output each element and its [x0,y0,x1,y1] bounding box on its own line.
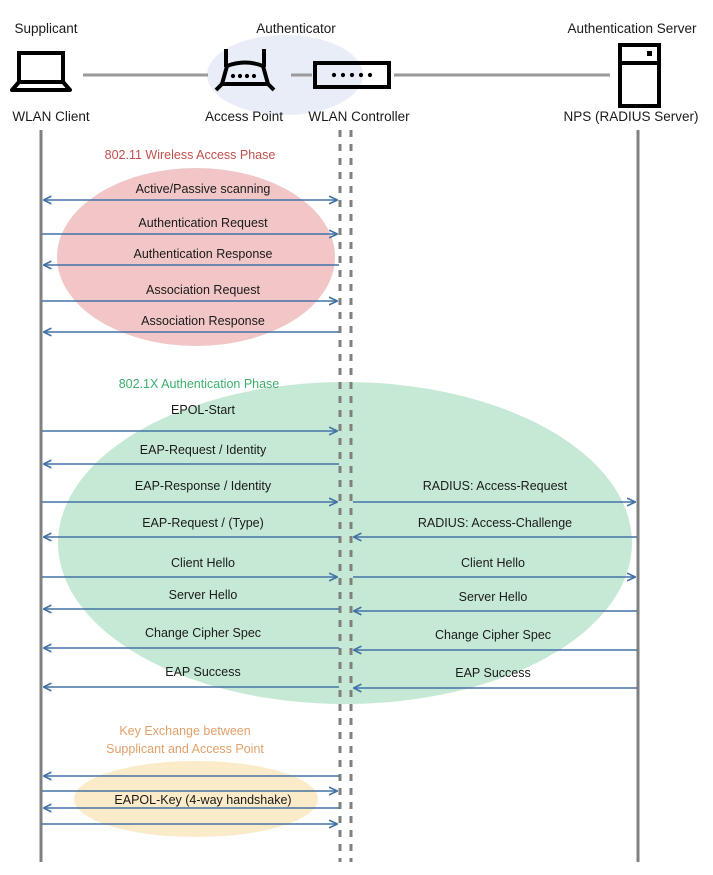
message-label-eap-success-right: EAP Success [455,666,531,680]
message-label-server-hello-left: Server Hello [169,588,238,602]
message-label-radius-access-request: RADIUS: Access-Request [423,479,568,493]
message-label-eap-response-identity: EAP-Response / Identity [135,479,272,493]
node-label-wlan-controller: WLAN Controller [308,109,410,124]
message-label-eap-success-left: EAP Success [165,665,241,679]
phase-title-key-exchange-line1: Key Exchange between [119,724,250,738]
role-title-supplicant: Supplicant [14,21,77,36]
phase-title-80211: 802.11 Wireless Access Phase [105,148,276,162]
authenticator-highlight-oval [207,35,363,115]
message-label-authentication-request: Authentication Request [138,216,268,230]
message-label-change-cipher-spec-left: Change Cipher Spec [145,626,261,640]
message-label-eap-request-identity: EAP-Request / Identity [140,443,267,457]
message-label-association-request: Association Request [146,283,260,297]
message-label-eap-request-type: EAP-Request / (Type) [142,516,264,530]
node-label-wlan-client: WLAN Client [12,109,90,124]
message-label-server-hello-right: Server Hello [459,590,528,604]
laptop-icon [10,51,72,92]
phase-title-key-exchange-line2: Supplicant and Access Point [106,742,264,756]
node-label-nps: NPS (RADIUS Server) [563,109,698,124]
access-point-icon [214,49,276,92]
node-label-access-point: Access Point [205,109,283,124]
phase-oval-8021x [58,382,632,704]
message-label-client-hello-left: Client Hello [171,556,235,570]
message-label-active-passive-scanning: Active/Passive scanning [136,182,271,196]
message-label-radius-access-challenge: RADIUS: Access-Challenge [418,516,572,530]
phase-oval-key-exchange [74,761,318,837]
message-label-client-hello-right: Client Hello [461,556,525,570]
message-label-authentication-response: Authentication Response [134,247,273,261]
message-label-association-response: Association Response [141,314,265,328]
message-label-change-cipher-spec-right: Change Cipher Spec [435,628,551,642]
phase-title-8021x: 802.1X Authentication Phase [119,377,280,391]
switch-icon [313,61,391,89]
message-label-epol-start: EPOL-Start [171,403,235,417]
role-title-auth-server: Authentication Server [567,21,697,36]
role-title-authenticator: Authenticator [256,21,336,36]
message-label-eapol-key: EAPOL-Key (4-way handshake) [114,793,291,807]
server-icon [618,43,661,108]
